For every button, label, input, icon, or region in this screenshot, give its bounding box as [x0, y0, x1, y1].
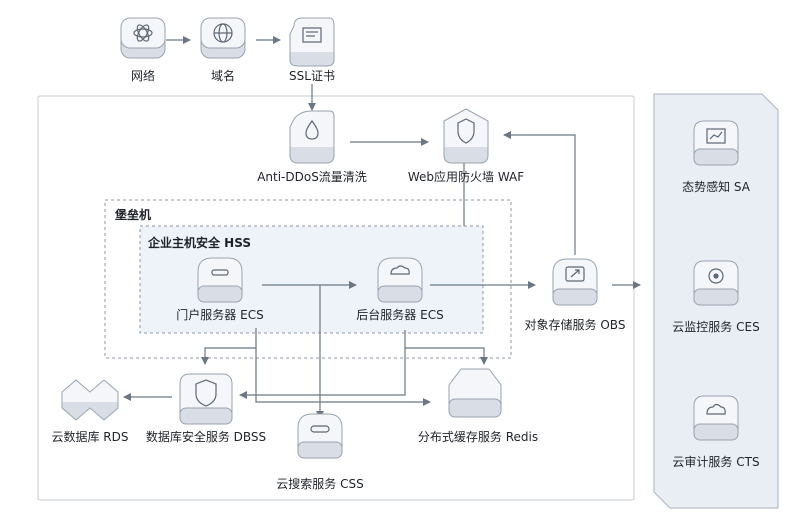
obs-label: 对象存储服务 OBS — [524, 318, 626, 332]
bastion-title: 堡垒机 — [115, 208, 152, 222]
waf-label: Web应用防火墙 WAF — [407, 170, 525, 184]
audit-cloud-icon — [706, 403, 726, 415]
css-node[interactable] — [297, 413, 343, 459]
portal-ecs-node[interactable] — [197, 257, 243, 303]
ces-node[interactable] — [693, 260, 739, 306]
hss-title: 企业主机安全 HSS — [148, 236, 251, 250]
network-node[interactable] — [120, 17, 166, 59]
network-icon — [133, 24, 153, 42]
obs-node[interactable] — [552, 258, 598, 306]
css-label: 云搜索服务 CSS — [276, 477, 364, 491]
redis-label: 分布式缓存服务 Redis — [417, 430, 539, 444]
dbss-node[interactable] — [179, 373, 233, 425]
backend-ecs-node[interactable] — [377, 257, 423, 303]
cloud-icon — [390, 265, 410, 275]
ces-label: 云监控服务 CES — [672, 320, 760, 334]
backend-ecs-label: 后台服务器 ECS — [356, 308, 444, 322]
rds-node[interactable] — [61, 379, 119, 421]
chart-icon — [706, 128, 726, 144]
rds-label: 云数据库 RDS — [51, 430, 129, 444]
dbss-label: 数据库安全服务 DBSS — [145, 430, 267, 444]
sa-node[interactable] — [693, 120, 739, 166]
anti-ddos-label: Anti-DDoS流量清洗 — [257, 170, 367, 184]
domain-label: 域名 — [210, 69, 236, 83]
sa-label: 态势感知 SA — [682, 180, 750, 194]
shield-icon — [195, 379, 217, 407]
certificate-icon — [302, 27, 322, 43]
server-icon — [211, 269, 229, 276]
drop-icon — [305, 119, 319, 140]
redis-node[interactable] — [448, 368, 502, 418]
shield-icon — [457, 118, 475, 144]
ssl-node[interactable] — [289, 17, 335, 67]
waf-node[interactable] — [443, 108, 489, 164]
main-boundary — [37, 95, 635, 501]
domain-node[interactable] — [200, 17, 246, 59]
monitor-icon — [708, 268, 724, 284]
ssl-label: SSL证书 — [289, 69, 335, 83]
cts-node[interactable] — [693, 395, 739, 441]
network-label: 网络 — [130, 69, 156, 83]
portal-ecs-label: 门户服务器 ECS — [176, 308, 264, 322]
anti-ddos-node[interactable] — [289, 110, 335, 164]
cts-label: 云审计服务 CTS — [672, 455, 760, 469]
search-icon — [310, 425, 330, 433]
hss-group — [139, 225, 484, 334]
upload-icon — [565, 266, 585, 282]
globe-icon — [213, 23, 233, 43]
connectors — [123, 36, 641, 419]
